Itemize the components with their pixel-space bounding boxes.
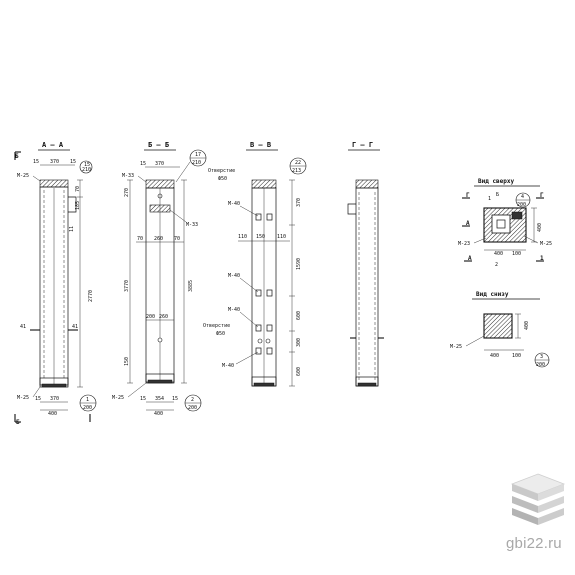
top-cut-g2: Г [540,192,544,199]
dim-110-a: 110 [238,234,247,240]
dim-370-bottom: 370 [50,396,59,402]
label-m25-b: М-25 [112,395,124,401]
dim-370-top: 370 [50,159,59,165]
callout-22-sub: 213 [292,168,301,174]
top-label-1: 1 [488,196,491,202]
dim-600-b: 600 [296,367,302,376]
label-m33: М-33 [122,173,134,179]
bottom-callout-sub: 200 [536,362,545,368]
dim-70-c: 70 [174,236,180,242]
callout-2-sub: 200 [188,405,197,411]
dim-400: 400 [48,411,57,417]
dim-15-b2: 15 [140,396,146,402]
section-bb: Б — Б 15 370 17 210 М-33 М-33 70 260 70 … [112,141,207,417]
dim-3770: 3770 [124,280,130,292]
top-cut-a2-right: 1 [540,255,544,262]
label-m40-d: М-40 [222,363,234,369]
svg-text:270: 270 [124,188,130,197]
dim-185: 185 [75,201,81,210]
label-hole-2-dia: Ф50 [216,331,225,337]
top-callout-sub: 200 [517,202,526,208]
bottom-dim-400: 400 [490,353,499,359]
bottom-view: Вид снизу 400 М-25 400 100 3 200 [450,291,550,368]
dim-400-b: 400 [154,411,163,417]
section-vv-title: В — В [250,141,271,149]
bottom-label-m25: М-25 [450,344,462,350]
label-m40-c: М-40 [228,307,240,313]
dim-15-a: 15 [33,159,39,165]
top-label-m23: М-23 [458,241,470,247]
svg-text:210: 210 [82,167,91,173]
dim-15-c2: 15 [172,396,178,402]
dim-370-top-2: 370 [155,161,164,167]
top-callout-num: 4 [521,194,524,200]
top-cut-a2-left: А [468,255,472,262]
top-label-m25: М-25 [540,241,552,247]
label-m25-top: М-25 [17,173,29,179]
top-view: Вид сверху Г Г 1 Б 4 200 А 400 М-23 М-25… [458,178,552,268]
callout-17-num: 17 [195,152,201,158]
top-cut-a1: А [466,220,470,227]
section-aa-title: А — А [42,141,64,149]
callout-2-num: 2 [191,397,194,403]
dim-260: 260 [154,236,163,242]
callout-1-num: 1 [86,397,89,403]
dim-354: 354 [155,396,164,402]
label-hole-1-dia: Ф50 [218,176,227,182]
section-vv: В — В 22 213 Отверстие Ф50 М-40 110 150 … [203,141,307,387]
dim-70: 70 [75,186,81,192]
section-gg: Г — Г [347,141,384,387]
section-aa: А — А Б Б 15 370 15 15 210 М-25 [14,141,97,426]
dim-70-b: 70 [137,236,143,242]
callout-1-sub: 200 [83,405,92,411]
dim-150: 150 [124,357,130,366]
dim-15-c: 15 [35,396,41,402]
section-bb-title: Б — Б [148,141,169,149]
label-41-right: 41 [72,324,78,330]
callout-22-num: 22 [295,160,301,166]
label-m33-b: М-33 [186,222,198,228]
top-label-b: Б [496,192,499,198]
dim-1590: 1590 [296,258,302,270]
dim-2770: 2770 [88,290,94,302]
dim-3885: 3885 [188,280,194,292]
top-cut-g1: Г [466,192,470,199]
dim-600: 600 [296,311,302,320]
label-hole-1: Отверстие [208,168,235,174]
dim-15-top: 15 [140,161,146,167]
label-hole-2: Отверстие [203,323,230,329]
watermark-text: gbi22.ru [506,535,562,552]
bottom-view-title: Вид снизу [476,291,509,298]
section-gg-title: Г — Г [352,141,373,149]
label-m40-b: М-40 [228,273,240,279]
top-dim-400: 400 [494,251,503,257]
top-dim-400-v: 400 [537,223,543,232]
gbi-logo-icon [510,473,566,525]
dim-11: 11 [69,226,75,232]
dim-15-b: 15 [70,159,76,165]
cut-mark-b-top: Б [15,153,19,160]
label-m25-bottom: М-25 [17,395,29,401]
dim-370-v: 370 [296,198,302,207]
top-view-title: Вид сверху [478,178,515,185]
dim-300: 300 [296,338,302,347]
top-dim-100: 100 [512,251,521,257]
bottom-dim-400-v: 400 [524,321,530,330]
bottom-callout-num: 3 [540,354,543,360]
label-m40-a: М-40 [228,201,240,207]
top-label-2: 2 [495,262,498,268]
dim-200: 200 [146,314,155,320]
dim-110-b: 110 [277,234,286,240]
bottom-dim-100: 100 [512,353,521,359]
svg-text:15: 15 [84,162,90,168]
callout-17-sub: 210 [192,160,201,166]
dim-150-v: 150 [256,234,265,240]
label-41-left: 41 [20,324,26,330]
dim-260-b: 260 [159,314,168,320]
